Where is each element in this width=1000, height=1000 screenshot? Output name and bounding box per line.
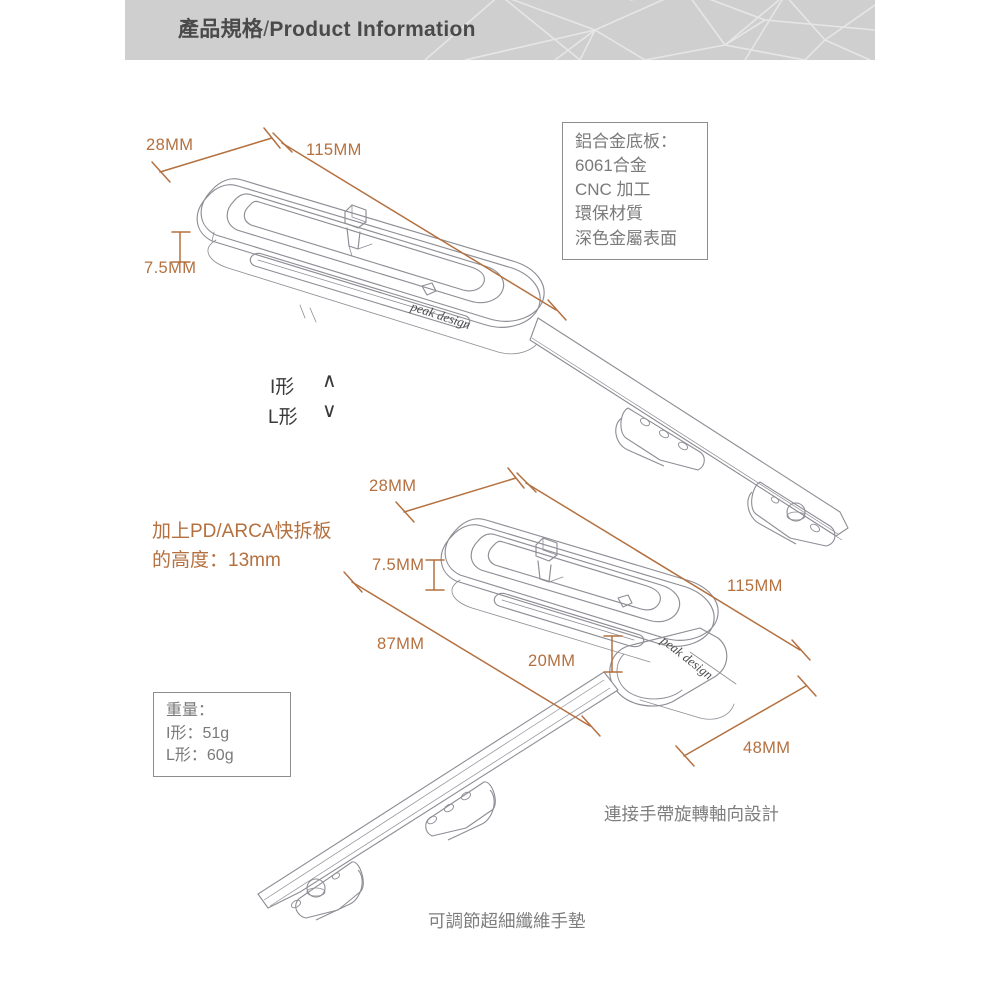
- aluminium-baseplate-spec-box: 鋁合金底板： 6061合金 CNC 加工 環保材質 深色金屬表面: [562, 122, 708, 260]
- dimension-lines-top: [151, 127, 567, 321]
- chevron-up-icon: ∧: [322, 370, 337, 392]
- dimension-label-48mm: 48MM: [743, 739, 791, 757]
- dimension-label-28mm-bottom: 28MM: [369, 477, 417, 495]
- dimension-label-115mm-top: 115MM: [306, 141, 362, 159]
- page-title-zh: 產品規格: [178, 18, 264, 41]
- variant-label-l-shape: L形: [268, 407, 298, 428]
- quick-release-height-note: 加上PD/ARCA快拆板 的高度：13mm: [152, 521, 332, 571]
- dimension-label-115mm-bottom: 115MM: [727, 577, 783, 595]
- product-drawing-top: [196, 178, 545, 355]
- banner-polygon-pattern: [424, 0, 875, 60]
- page-title: 產品規格/Product Information: [178, 13, 476, 43]
- header-banner: 產品規格/Product Information: [125, 0, 875, 60]
- weight-spec-box: 重量： I形：51g L形：60g: [153, 692, 291, 778]
- dimension-label-7p5mm-top: 7.5MM: [144, 259, 197, 277]
- dimension-lines-bottom: [343, 467, 817, 767]
- chevron-down-icon: ∨: [322, 400, 337, 422]
- rotating-axis-caption: 連接手帶旋轉軸向設計: [604, 804, 779, 824]
- wrist-strap-bottom: [257, 671, 619, 921]
- product-drawing-bottom: [440, 518, 737, 720]
- microfiber-pad-caption: 可調節超細纖維手墊: [428, 911, 586, 931]
- dimension-label-20mm: 20MM: [528, 652, 576, 670]
- page-title-separator: /: [263, 18, 270, 41]
- page-title-en: Product Information: [269, 18, 476, 41]
- wrist-strap-top: [529, 317, 849, 547]
- dimension-label-7p5mm-bottom: 7.5MM: [372, 556, 425, 574]
- dimension-label-87mm: 87MM: [377, 635, 425, 653]
- variant-label-i-shape: I形: [270, 377, 295, 398]
- dimension-label-28mm-top: 28MM: [146, 136, 194, 154]
